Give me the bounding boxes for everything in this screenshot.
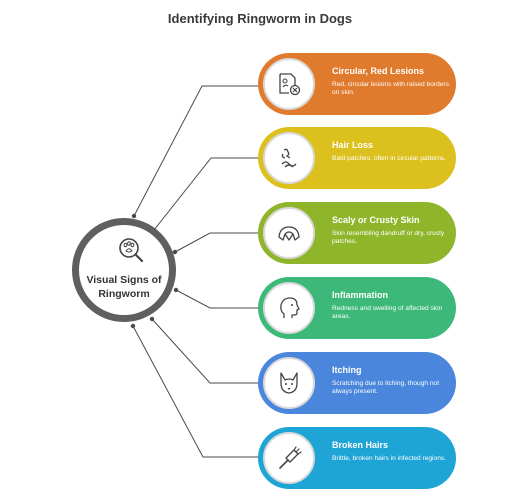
sign-description: Scratching due to itching, though not al…	[332, 380, 440, 396]
connector-line	[175, 289, 258, 309]
sign-item-inflammation: Inflammation Redness and swelling of aff…	[258, 277, 456, 339]
dog-head-icon	[280, 372, 298, 394]
hair-loss-icon	[281, 148, 297, 168]
sign-title: Scaly or Crusty Skin	[332, 215, 420, 225]
sign-item-itching: Itching Scratching due to itching, thoug…	[258, 352, 456, 414]
sign-title: Hair Loss	[332, 140, 374, 150]
connector-line	[174, 232, 258, 253]
sign-icon-holder	[263, 357, 315, 409]
sign-description: Brittle, broken hairs in infected region…	[332, 455, 446, 462]
sign-title: Inflammation	[332, 290, 389, 300]
connector-dot	[131, 213, 137, 219]
connector-dot	[130, 323, 136, 329]
sign-description: Bald patches, often in circular patterns…	[332, 155, 446, 162]
sign-title: Itching	[332, 365, 362, 375]
sign-icon-holder	[263, 132, 315, 184]
croissant-icon	[278, 226, 300, 241]
connector-line	[151, 318, 258, 384]
connector-line	[153, 157, 258, 231]
connector-dot	[172, 249, 178, 255]
hair-comb-icon	[279, 446, 302, 469]
sign-item-hair-loss: Hair Loss Bald patches, often in circula…	[258, 127, 456, 189]
sign-icon-holder	[263, 207, 315, 259]
sign-description: Skin resembling dandruff or dry, crusty …	[332, 230, 445, 246]
connector-line	[132, 325, 258, 458]
paw-magnifier-icon	[119, 238, 144, 263]
connector-line	[133, 85, 258, 217]
connector-dot	[173, 287, 179, 293]
sign-item-circular-red-lesions: Circular, Red Lesions Red, circular lesi…	[258, 53, 456, 115]
skin-lesion-icon	[279, 73, 301, 96]
hub-node: Visual Signs of Ringworm	[72, 218, 176, 322]
face-profile-icon	[280, 297, 300, 318]
sign-item-broken-hairs: Broken Hairs Brittle, broken hairs in in…	[258, 427, 456, 489]
sign-description: Red, circular lesions with raised border…	[332, 81, 449, 97]
sign-title: Broken Hairs	[332, 440, 389, 450]
sign-item-scaly-crusty-skin: Scaly or Crusty Skin Skin resembling dan…	[258, 202, 456, 264]
hub-label: Visual Signs of Ringworm	[86, 274, 162, 300]
sign-title: Circular, Red Lesions	[332, 66, 425, 76]
sign-description: Redness and swelling of affected skin ar…	[332, 305, 443, 321]
sign-icon-holder	[263, 282, 315, 334]
connector-dot	[149, 316, 155, 322]
sign-icon-holder	[263, 432, 315, 484]
sign-icon-holder	[263, 58, 315, 110]
diagram-title: Identifying Ringworm in Dogs	[167, 11, 353, 26]
